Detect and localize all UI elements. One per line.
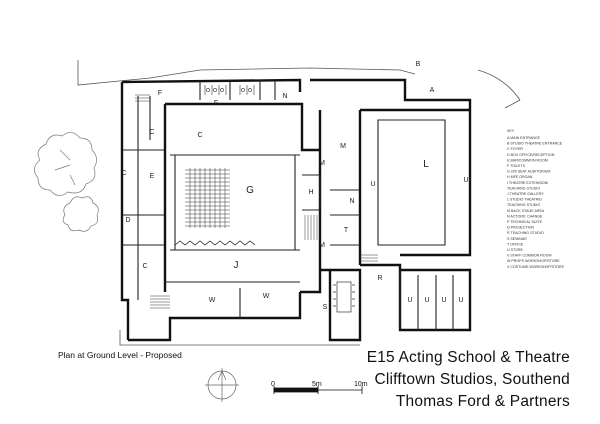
key-entry: T OFFICE bbox=[507, 242, 524, 246]
scale-label-10m: 10m bbox=[354, 381, 368, 388]
title-line-2: Clifftown Studios, Southend bbox=[374, 371, 570, 388]
gallery-edge bbox=[174, 240, 256, 246]
room-label: M bbox=[340, 143, 346, 150]
room-label: E bbox=[150, 173, 155, 180]
key-entry: N ACTORS' CHANGE bbox=[507, 214, 543, 218]
north-arrow-icon bbox=[205, 368, 239, 402]
key-entry: J THEATRE GALLERY bbox=[507, 192, 544, 196]
tree-symbols bbox=[34, 132, 99, 232]
room-label: U bbox=[458, 297, 463, 304]
key-entries: A MAIN ENTRANCE B STUDIO THEATRE ENTRANCE… bbox=[507, 136, 565, 269]
room-label: W bbox=[209, 297, 216, 304]
room-label: N bbox=[282, 93, 287, 100]
key-entry: C FOYER bbox=[507, 147, 523, 151]
toilet-cubicles bbox=[204, 85, 255, 95]
room-label: D bbox=[125, 217, 130, 224]
key-entry: R TEACHING STUDIO bbox=[507, 231, 544, 235]
site-boundary bbox=[77, 60, 521, 346]
key-entry: S SEMINAR bbox=[507, 237, 527, 241]
room-label: U bbox=[424, 297, 429, 304]
title-line-1: E15 Acting School & Theatre bbox=[366, 349, 570, 366]
key-entry: F TOILETS bbox=[507, 164, 526, 168]
room-label: C bbox=[149, 129, 154, 136]
room-label: F bbox=[214, 100, 218, 107]
key-entry: E BAR/COMMON ROOM bbox=[507, 158, 548, 162]
room-label: G bbox=[246, 185, 254, 196]
key-entry: TEACHING STUDIO bbox=[507, 203, 540, 207]
title-line-3: Thomas Ford & Partners bbox=[395, 393, 570, 410]
key-entry: U STORE bbox=[507, 248, 524, 252]
room-label: C bbox=[121, 170, 126, 177]
room-label: U bbox=[370, 181, 375, 188]
room-label: B bbox=[416, 61, 421, 68]
scale-bar bbox=[273, 386, 363, 394]
room-label: F bbox=[158, 90, 162, 97]
scale-label-5m: 5m bbox=[312, 381, 322, 388]
room-label: J bbox=[234, 260, 239, 271]
stairs bbox=[135, 94, 378, 309]
key-heading: KEY bbox=[507, 129, 515, 133]
key-entry: M BACK STAGE AREA bbox=[507, 209, 545, 213]
key-entry: D BOX OFFICE/RECEPTION bbox=[507, 153, 555, 157]
key-entry: W PROPS WORKSHOP/STORE bbox=[507, 259, 560, 263]
room-label: M bbox=[319, 242, 325, 249]
key-entry: B STUDIO THEATRE ENTRANCE bbox=[507, 142, 563, 146]
key-entry: I THEATRE EXTENSION/ bbox=[507, 181, 548, 185]
room-label: W bbox=[263, 293, 270, 300]
key-entry: X COSTUME WORKSHOP/STORE bbox=[507, 265, 565, 269]
key-entry: V STAFF COMMON ROOM bbox=[507, 254, 551, 258]
room-label: R bbox=[377, 275, 382, 282]
key-entry: L STUDIO THEATRE/ bbox=[507, 198, 542, 202]
room-label: U bbox=[463, 177, 468, 184]
room-label: H bbox=[308, 189, 313, 196]
room-labels: B A F F N C C C C E D G H M M M N T J W … bbox=[121, 61, 468, 311]
inner-walls bbox=[122, 80, 454, 330]
room-label: U bbox=[441, 297, 446, 304]
room-label: M bbox=[319, 160, 325, 167]
room-label: C bbox=[142, 263, 147, 270]
room-label: S bbox=[323, 304, 328, 311]
auditorium-seats bbox=[185, 168, 230, 228]
key-entry: P TECHNICAL SUITE bbox=[507, 220, 543, 224]
key-entry: TEACHING STUDIO bbox=[507, 186, 540, 190]
key-entry: A MAIN ENTRANCE bbox=[507, 136, 541, 140]
plan-caption: Plan at Ground Level - Proposed bbox=[58, 350, 182, 360]
room-label: T bbox=[344, 227, 349, 234]
key-entry: G 200 SEAT AUDITORIUM bbox=[507, 170, 550, 174]
room-label: C bbox=[197, 132, 202, 139]
outer-walls bbox=[120, 78, 472, 342]
room-label: A bbox=[430, 87, 435, 94]
room-label: N bbox=[349, 198, 354, 205]
key-entry: Q PROJECTION bbox=[507, 226, 534, 230]
seminar-table bbox=[333, 281, 355, 313]
key-entry: H MFE ORGAN bbox=[507, 175, 533, 179]
key-legend: KEY A MAIN ENTRANCE B STUDIO THEATRE ENTR… bbox=[507, 129, 565, 269]
room-label: U bbox=[407, 297, 412, 304]
room-label: L bbox=[423, 159, 429, 170]
scale-label-0: 0 bbox=[271, 381, 275, 388]
